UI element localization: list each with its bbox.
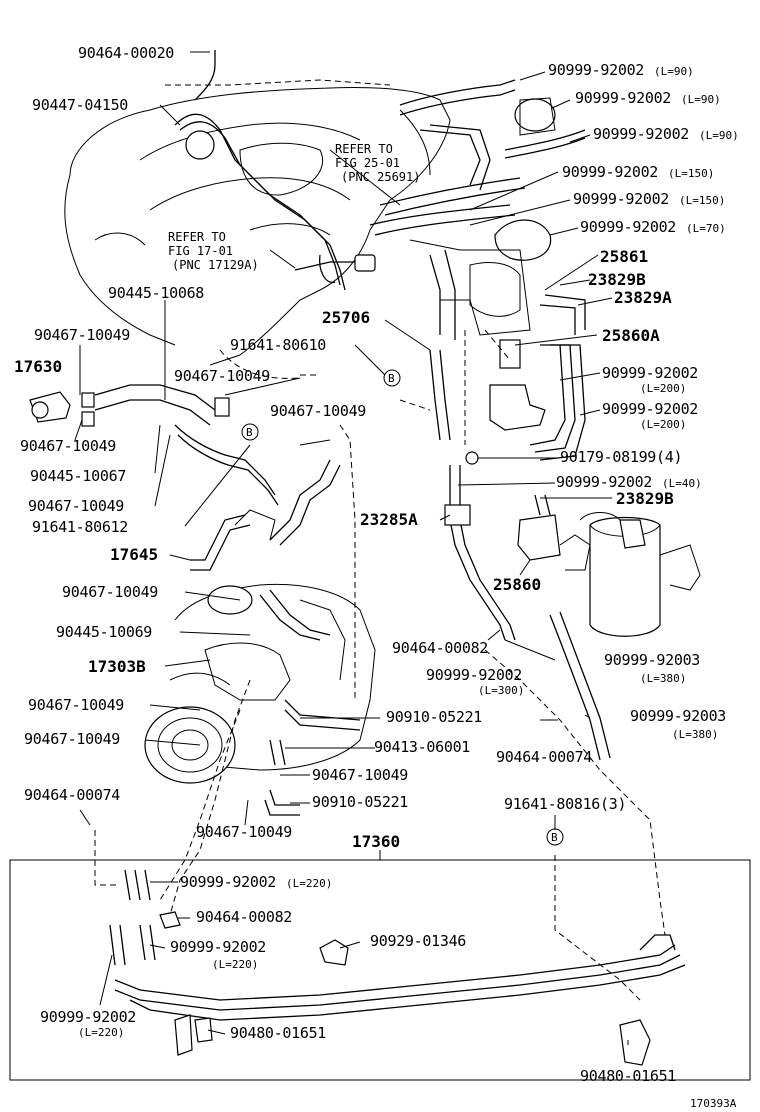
sub-l150-b: (L=150) bbox=[679, 194, 725, 207]
label-90464-00074-a: 90464-00074 bbox=[496, 748, 592, 766]
label-90464-00074-b: 90464-00074 bbox=[24, 786, 120, 804]
label-25861: 25861 bbox=[600, 247, 648, 266]
label-90999-92002-l220-c: 90999-92002 bbox=[40, 1008, 136, 1026]
sub-l300: (L=300) bbox=[478, 684, 524, 697]
refer-fig-25-line2: FIG 25-01 bbox=[335, 156, 400, 170]
label-90467-10049-i: 90467-10049 bbox=[312, 766, 408, 784]
sub-l90-a: (L=90) bbox=[654, 65, 694, 78]
label-90999-92002-l200-b: 90999-92002 bbox=[602, 400, 698, 418]
label-91641-80612: 91641-80612 bbox=[32, 518, 128, 536]
marker-b-3: B bbox=[551, 831, 558, 844]
label-90464-00082-b: 90464-00082 bbox=[196, 908, 292, 926]
label-90999-92002-l90-a: 90999-92002 bbox=[548, 61, 644, 79]
label-91641-80610: 91641-80610 bbox=[230, 336, 326, 354]
label-90445-10067: 90445-10067 bbox=[30, 467, 126, 485]
marker-b-2: B bbox=[246, 426, 253, 439]
label-90999-92002-l70: 90999-92002 bbox=[580, 218, 676, 236]
label-90467-10049-e: 90467-10049 bbox=[28, 497, 124, 515]
lower-engine bbox=[144, 583, 376, 816]
label-90999-92002-l220-a: 90999-92002 bbox=[180, 873, 276, 891]
refer-fig-17-line3: (PNC 17129A) bbox=[172, 258, 259, 272]
sub-l150-a: (L=150) bbox=[668, 167, 714, 180]
refer-fig-17-line1: REFER TO bbox=[168, 230, 226, 244]
refer-fig-17-line2: FIG 17-01 bbox=[168, 244, 233, 258]
label-90999-92002-l90-b: 90999-92002 bbox=[575, 89, 671, 107]
sub-l380-b: (L=380) bbox=[672, 728, 718, 741]
label-90999-92002-l300: 90999-92002 bbox=[426, 666, 522, 684]
label-25860a: 25860A bbox=[602, 326, 660, 345]
label-90999-92002-l150-b: 90999-92002 bbox=[573, 190, 669, 208]
label-23285a: 23285A bbox=[360, 510, 418, 529]
label-90413-06001: 90413-06001 bbox=[374, 738, 470, 756]
leader-lines bbox=[74, 51, 629, 1045]
sub-l220-c: (L=220) bbox=[78, 1026, 124, 1039]
label-90999-92002-l220-b: 90999-92002 bbox=[170, 938, 266, 956]
label-90467-10049-b: 90467-10049 bbox=[174, 367, 270, 385]
label-90464-00020: 90464-00020 bbox=[78, 44, 174, 62]
figure-code: 170393A bbox=[690, 1097, 737, 1110]
label-90910-05221-a: 90910-05221 bbox=[386, 708, 482, 726]
label-90910-05221-b: 90910-05221 bbox=[312, 793, 408, 811]
label-90467-10049-h: 90467-10049 bbox=[24, 730, 120, 748]
marker-b-1: B bbox=[388, 372, 395, 385]
sub-l380-a: (L=380) bbox=[640, 672, 686, 685]
label-90179-08199: 90179-08199(4) bbox=[560, 448, 682, 466]
label-90464-00082-a: 90464-00082 bbox=[392, 639, 488, 657]
label-90999-92002-l90-c: 90999-92002 bbox=[593, 125, 689, 143]
label-90467-10049-g: 90467-10049 bbox=[28, 696, 124, 714]
label-90467-10049-d: 90467-10049 bbox=[20, 437, 116, 455]
sub-l90-b: (L=90) bbox=[681, 93, 721, 106]
label-90480-01651-a: 90480-01651 bbox=[230, 1024, 326, 1042]
left-components bbox=[29, 384, 341, 571]
sub-l90-c: (L=90) bbox=[699, 129, 739, 142]
refer-fig-25-line3: (PNC 25691) bbox=[341, 170, 420, 184]
refer-fig-25-line1: REFER TO bbox=[335, 142, 393, 156]
upper-hoses bbox=[174, 50, 586, 291]
sub-l200-a: (L=200) bbox=[640, 382, 686, 395]
label-90929-01346: 90929-01346 bbox=[370, 932, 466, 950]
label-90999-92003-b: 90999-92003 bbox=[630, 707, 726, 725]
sub-l40: (L=40) bbox=[662, 477, 702, 490]
label-90445-10068: 90445-10068 bbox=[108, 284, 204, 302]
dashed-reference-lines bbox=[79, 79, 666, 1001]
label-90999-92002-l150-a: 90999-92002 bbox=[562, 163, 658, 181]
label-90999-92003-a: 90999-92003 bbox=[604, 651, 700, 669]
label-25706: 25706 bbox=[322, 308, 370, 327]
label-17645: 17645 bbox=[110, 545, 158, 564]
label-17360: 17360 bbox=[352, 832, 400, 851]
label-17303b: 17303B bbox=[88, 657, 146, 676]
sub-l220-a: (L=220) bbox=[286, 877, 332, 890]
label-90999-92002-l40: 90999-92002 bbox=[556, 473, 652, 491]
label-23829b-mid: 23829B bbox=[616, 489, 674, 508]
label-91641-80816: 91641-80816(3) bbox=[504, 795, 626, 813]
label-90467-10049-c: 90467-10049 bbox=[270, 402, 366, 420]
engine-outline bbox=[64, 87, 451, 366]
label-90445-10069: 90445-10069 bbox=[56, 623, 152, 641]
label-23829b-top: 23829B bbox=[588, 270, 646, 289]
callout-markers bbox=[241, 369, 564, 846]
label-90467-10049-f: 90467-10049 bbox=[62, 583, 158, 601]
label-17630: 17630 bbox=[14, 357, 62, 376]
fuel-pipe-assembly-box bbox=[9, 859, 751, 1081]
label-90447-04150: 90447-04150 bbox=[32, 96, 128, 114]
sub-l70: (L=70) bbox=[686, 222, 726, 235]
central-components bbox=[409, 239, 701, 761]
sub-l220-b: (L=220) bbox=[212, 958, 258, 971]
label-25860: 25860 bbox=[493, 575, 541, 594]
sub-l200-b: (L=200) bbox=[640, 418, 686, 431]
label-90467-10049-a: 90467-10049 bbox=[34, 326, 130, 344]
label-90467-10049-j: 90467-10049 bbox=[196, 823, 292, 841]
label-90480-01651-b: 90480-01651 bbox=[580, 1067, 676, 1085]
label-90999-92002-l200-a: 90999-92002 bbox=[602, 364, 698, 382]
label-23829a: 23829A bbox=[614, 288, 672, 307]
